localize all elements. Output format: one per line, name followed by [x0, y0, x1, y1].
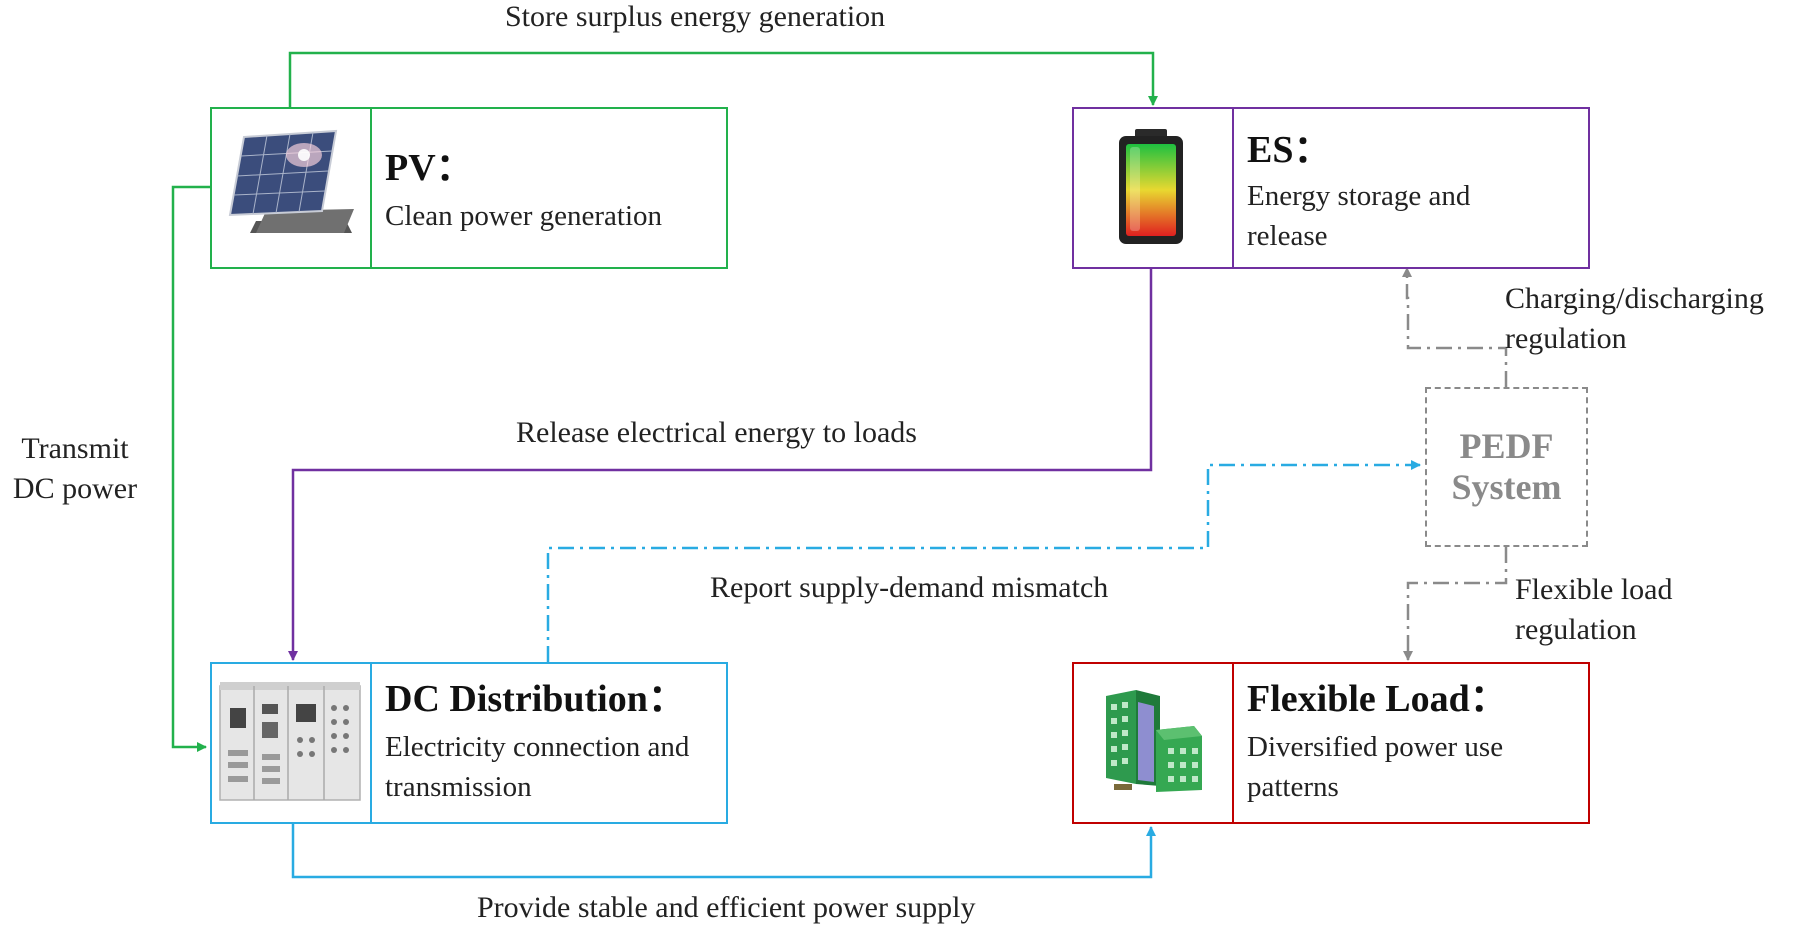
pedf-system-box: PEDF System	[1425, 387, 1588, 547]
report-label: Report supply-demand mismatch	[710, 571, 1109, 604]
es-title: ES：	[1247, 129, 1332, 171]
provide-arrow	[291, 824, 1156, 879]
transmit-label: Transmit DC power	[12, 432, 138, 505]
pv-desc: Clean power generation	[385, 200, 663, 232]
dc-desc: Electricity connection and transmission	[385, 731, 690, 803]
es-desc: Energy storage and release	[1247, 180, 1471, 252]
es-divider	[1232, 109, 1234, 267]
dc-divider	[370, 664, 372, 822]
release-label: Release electrical energy to loads	[516, 416, 917, 449]
load-desc: Diversified power use patterns	[1247, 731, 1504, 803]
provide-label: Provide stable and efficient power suppl…	[477, 891, 976, 924]
switchgear-cabinet-icon	[219, 682, 361, 801]
store-arrow	[288, 51, 1158, 107]
store-label: Store surplus energy generation	[505, 0, 886, 33]
dc-title: DC Distribution：	[385, 678, 686, 720]
load-divider	[1232, 664, 1234, 822]
release-arrow	[288, 268, 1153, 661]
dc-distribution-box: DC Distribution： Electricity connection …	[210, 662, 728, 824]
flexible-load-box: Flexible Load： Diversified power use pat…	[1072, 662, 1590, 824]
pv-box: PV： Clean power generation	[210, 107, 728, 269]
es-box: ES： Energy storage and release	[1072, 107, 1590, 269]
building-icon	[1106, 690, 1202, 792]
pv-divider	[370, 109, 372, 267]
battery-icon	[1119, 129, 1183, 244]
transmit-arrow	[171, 185, 210, 752]
flexible-arrow	[1403, 547, 1508, 661]
charging-arrow	[1402, 267, 1508, 387]
pv-title: PV：	[385, 147, 474, 189]
pedf-system-label: PEDF System	[1451, 426, 1562, 507]
load-title: Flexible Load：	[1247, 678, 1508, 720]
flexible-label: Flexible load regulation	[1515, 573, 1673, 646]
solar-panel-icon	[228, 129, 354, 233]
report-arrow	[546, 460, 1421, 662]
charging-label: Charging/discharging regulation	[1505, 282, 1764, 355]
